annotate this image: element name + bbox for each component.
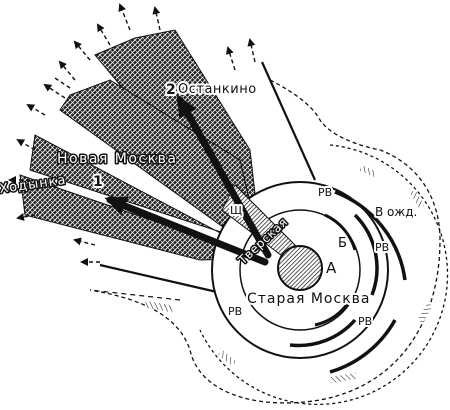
label-rv-top: РВ bbox=[318, 186, 332, 199]
ring-outer-dashed bbox=[199, 144, 449, 406]
arrow-to-ostankino bbox=[176, 94, 272, 259]
dashed-radial bbox=[89, 289, 181, 301]
ring-segments-dark bbox=[289, 190, 407, 374]
inner-ring-segments bbox=[314, 213, 357, 327]
growth-arrows bbox=[104, 94, 272, 266]
label-rv-left: РВ bbox=[228, 305, 242, 318]
label-ostankino: Останкино bbox=[178, 82, 257, 97]
label-ostankino-number: 2 bbox=[166, 82, 176, 98]
expansion-sectors bbox=[19, 29, 263, 261]
sector-middle bbox=[59, 79, 263, 257]
label-staraya-moskva: Старая Москва bbox=[247, 291, 370, 307]
core-kremlin bbox=[277, 245, 323, 291]
label-khodynka-number: 1 bbox=[93, 174, 103, 190]
label-rv-bottom: РВ bbox=[358, 315, 372, 328]
arrow-to-khodynka bbox=[104, 196, 269, 266]
radial-lines bbox=[99, 61, 317, 297]
boundary-hatch-marks bbox=[144, 164, 433, 384]
label-a: А bbox=[326, 259, 337, 277]
label-sch: Щ bbox=[230, 204, 242, 217]
label-rv-right: РВ bbox=[375, 241, 389, 254]
direction-arrows bbox=[8, 3, 256, 266]
label-novaya-moskva: Новая Москва bbox=[57, 151, 177, 167]
label-b: Б bbox=[338, 236, 347, 251]
label-v-ozhd: В ожд. bbox=[375, 205, 417, 219]
